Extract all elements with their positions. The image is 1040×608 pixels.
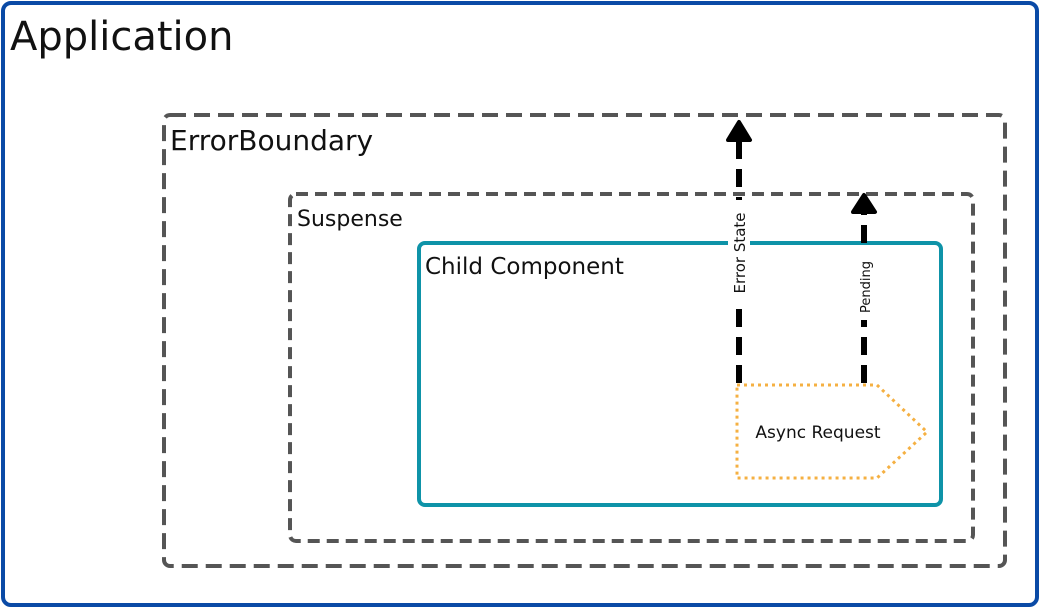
suspense-label: Suspense (297, 207, 403, 232)
error-boundary-label: ErrorBoundary (170, 124, 373, 157)
async-request-label: Async Request (755, 423, 880, 443)
pending-label: Pending (859, 261, 874, 313)
suspense-box (288, 192, 975, 543)
error-state-label-bg (728, 200, 750, 306)
pending-label-bg (854, 252, 876, 320)
error-state-label: Error State (731, 212, 749, 293)
error-boundary-box (162, 113, 1007, 568)
child-component-box (417, 241, 943, 507)
pending-arrowhead-icon (851, 193, 877, 214)
child-component-label: Child Component (425, 254, 624, 280)
error-state-arrowhead-icon (726, 120, 752, 142)
application-label: Application (10, 14, 234, 60)
